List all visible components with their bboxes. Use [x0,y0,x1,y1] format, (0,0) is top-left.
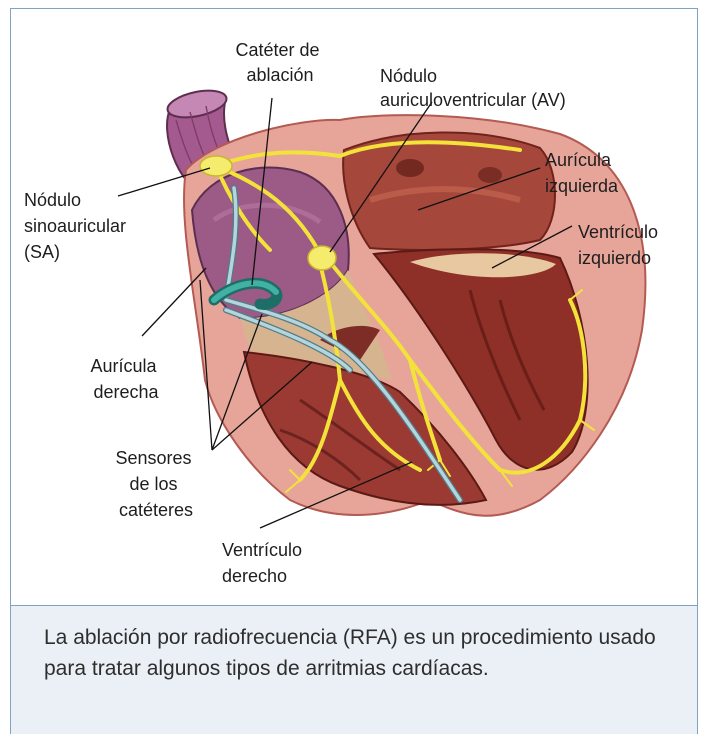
label-ablation-catheter: Catéter de ablación [235,40,324,85]
label-sa-node: Nódulo sinoauricular (SA) [24,190,131,262]
figure-caption: La ablación por radiofrecuencia (RFA) es… [44,622,664,684]
caption-divider [10,605,698,606]
label-av-node: Nódulo auriculoventricular (AV) [380,66,566,110]
label-right-ventricle: Ventrículo derecho [222,540,307,586]
sa-node [200,156,232,176]
label-catheter-sensors: Sensores de los catéteres [115,448,196,520]
heart-diagram: Catéter de ablación Nódulo auriculoventr… [0,0,704,600]
label-right-atrium: Aurícula derecha [90,356,161,402]
